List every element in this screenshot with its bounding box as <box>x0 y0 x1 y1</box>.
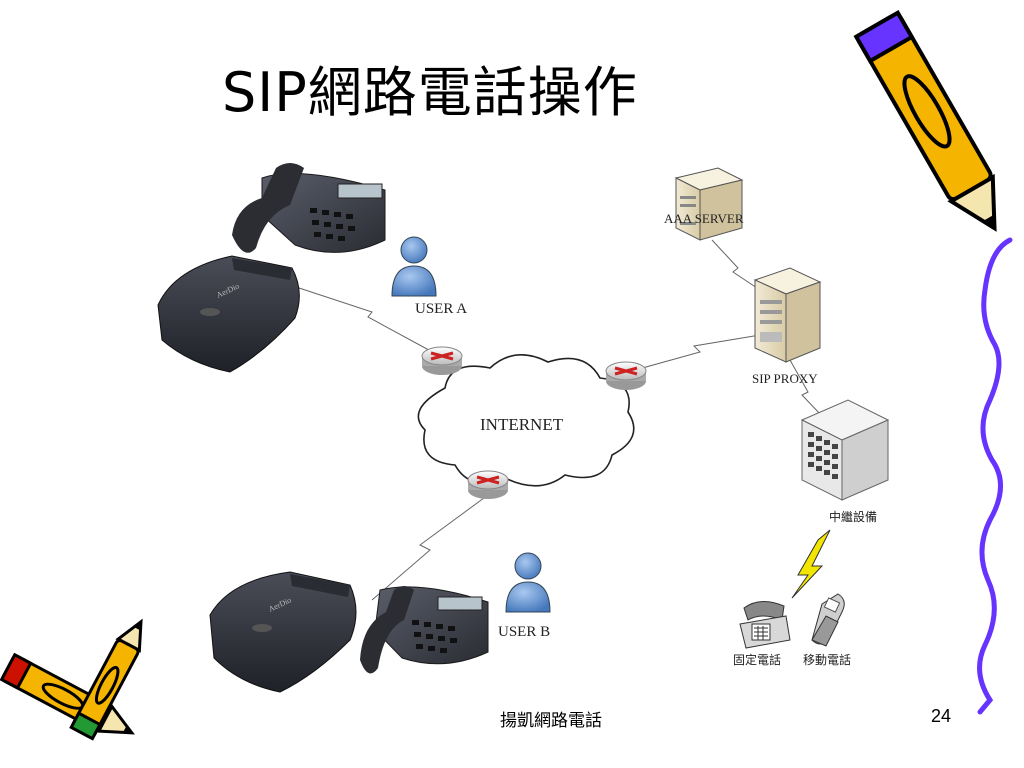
wireless-lightning-icon <box>791 529 831 599</box>
fixed-phone-icon <box>739 601 791 649</box>
voip-gateway-b: AerDio <box>209 571 357 693</box>
slide-title: SIP網路電話操作 <box>222 61 638 124</box>
internet-cloud: INTERNET <box>417 353 635 487</box>
link-sip-proxy-trunk <box>789 359 823 417</box>
fixed-phone-label: 固定電話 <box>733 652 781 667</box>
internet-label: INTERNET <box>480 415 564 434</box>
router-icon <box>421 346 463 375</box>
link-router-sip-proxy <box>627 334 761 373</box>
user-b-label: USER B <box>498 624 550 640</box>
trunk-device-label: 中繼設備 <box>829 509 877 524</box>
aaa-server-icon <box>674 167 744 241</box>
aaa-server-label: AAA SERVER <box>664 211 744 226</box>
ip-phone-b <box>360 586 489 674</box>
link-router-user-b <box>371 494 489 601</box>
footer-text: 揚凱網路電話 <box>500 711 602 731</box>
squiggle-decoration <box>977 237 1013 715</box>
mobile-phone-icon <box>811 593 845 647</box>
pencil-decoration-icon <box>69 618 143 741</box>
user-a-person-icon <box>391 236 437 297</box>
mobile-phone-label: 移動電話 <box>803 652 851 667</box>
sip-proxy-server-icon <box>753 267 822 363</box>
connection-links <box>289 239 823 601</box>
user-b-person-icon <box>505 552 551 613</box>
user-a-label: USER A <box>415 301 467 317</box>
router-icon <box>605 361 647 390</box>
voip-gateway-a: AerDio <box>157 255 300 373</box>
trunk-device-icon <box>800 399 890 501</box>
pencil-decoration-icon <box>853 10 997 232</box>
link-user-a-router <box>289 284 439 356</box>
ip-phone-a <box>232 163 386 253</box>
page-number: 24 <box>931 706 952 726</box>
router-icon <box>467 470 509 499</box>
link-aaa-sip-proxy <box>711 239 761 291</box>
sip-proxy-label: SIP PROXY <box>752 371 818 386</box>
